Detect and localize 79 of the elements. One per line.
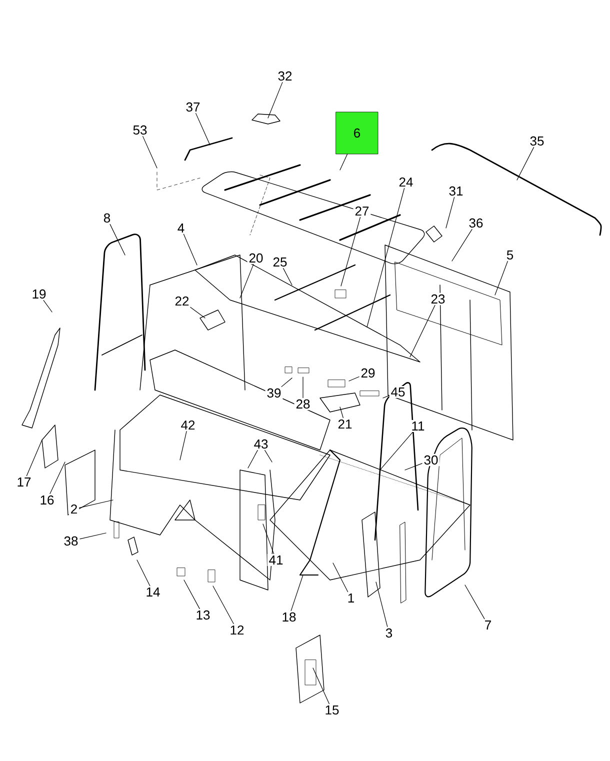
callout-number: 14 — [144, 586, 162, 598]
leader-line — [464, 584, 485, 620]
leader-line — [376, 582, 388, 627]
leader-line — [302, 376, 304, 398]
leader-line — [79, 500, 114, 508]
leader-line — [196, 113, 210, 146]
callout-number: 8 — [102, 212, 112, 224]
callout-number: 25 — [271, 256, 289, 268]
leader-line — [262, 524, 274, 554]
callout-number: 19 — [30, 288, 48, 300]
leader-line — [312, 668, 330, 704]
callout-number: 23 — [429, 292, 447, 306]
leader-line — [380, 432, 413, 470]
leader-line — [366, 188, 405, 328]
callout-number: 32 — [276, 70, 294, 82]
leader-line — [281, 378, 292, 387]
callout-number: 1 — [346, 592, 356, 604]
leader-line — [248, 450, 258, 468]
leader-line — [240, 264, 254, 298]
leader-line — [382, 395, 390, 398]
callout-number: 38 — [62, 534, 80, 548]
callout-number: 12 — [228, 624, 246, 636]
callout-number: 16 — [38, 494, 56, 506]
callout-number: 20 — [247, 252, 265, 264]
callout-number: 35 — [528, 134, 546, 148]
callout-number: 31 — [447, 184, 465, 198]
callout-number: 41 — [267, 554, 285, 566]
callout-number: 2 — [68, 502, 80, 516]
callout-number: 28 — [294, 398, 312, 410]
leader-line — [290, 574, 304, 611]
leader-line — [410, 305, 436, 358]
callout-number: 43 — [252, 438, 270, 450]
callout-number: 30 — [422, 454, 440, 466]
callout-number: 11 — [410, 420, 426, 432]
callout-number: 18 — [280, 610, 298, 624]
callout-number: 37 — [184, 100, 202, 114]
callout-number: 36 — [467, 216, 485, 230]
leader-line — [282, 268, 292, 286]
callout-number: 13 — [194, 608, 212, 622]
leader-line — [212, 586, 234, 624]
callout-number: 29 — [359, 366, 377, 380]
callout-number: 45 — [389, 386, 407, 398]
callout-number: 4 — [176, 222, 186, 234]
leader-line — [80, 532, 106, 540]
leader-line — [340, 406, 344, 418]
leader-line — [268, 82, 283, 118]
leader-line — [183, 234, 198, 266]
leader-line — [348, 376, 360, 382]
callout-number: 24 — [397, 176, 415, 188]
callout-number: 5 — [504, 248, 516, 262]
leader-line — [494, 260, 508, 296]
leader-line — [264, 450, 272, 462]
leader-line — [404, 463, 422, 470]
leader-line — [340, 154, 348, 170]
leader-line — [332, 562, 348, 592]
highlighted-callout-number: 6 — [336, 112, 378, 154]
callout-number: 17 — [15, 476, 33, 488]
leader-line — [50, 462, 66, 494]
leader-line — [43, 300, 52, 312]
leader-line — [184, 580, 200, 609]
leader-line — [26, 440, 42, 476]
callout-number: 15 — [323, 704, 341, 716]
callout-number: 22 — [173, 294, 191, 308]
callout-number: 7 — [482, 619, 494, 631]
leader-line — [516, 147, 534, 180]
callout-number: 3 — [384, 626, 394, 640]
leader-line — [190, 306, 206, 318]
callout-number: 21 — [336, 418, 354, 430]
leader-line — [180, 430, 187, 460]
callout-number: 53 — [131, 124, 149, 136]
callout-number: 27 — [353, 204, 371, 218]
leader-line — [340, 216, 361, 286]
leader-line — [110, 224, 126, 256]
leader-line — [446, 197, 455, 228]
leader-line — [452, 229, 472, 262]
callout-number: 39 — [265, 386, 283, 400]
leader-line — [142, 136, 158, 168]
leader-line — [136, 560, 150, 586]
callout-number: 42 — [179, 418, 197, 432]
